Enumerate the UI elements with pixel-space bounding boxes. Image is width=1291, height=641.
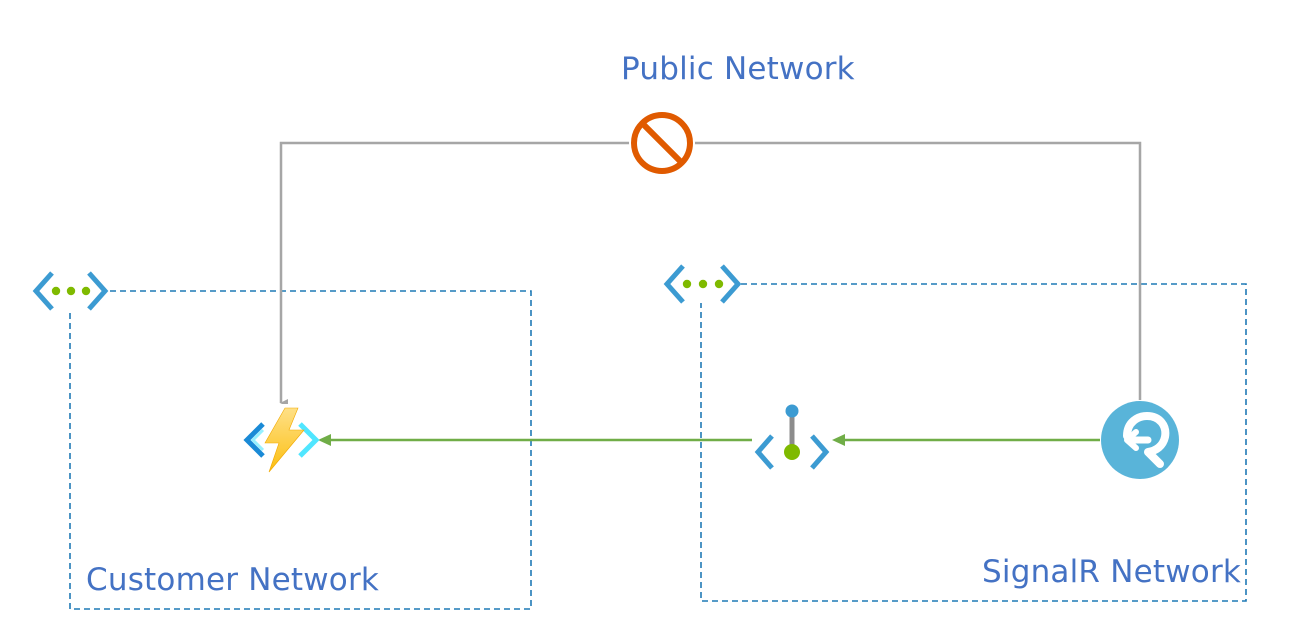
public-network-label: Public Network bbox=[621, 51, 855, 87]
virtual-network-icon bbox=[32, 271, 109, 311]
private-endpoint-icon bbox=[752, 402, 832, 474]
endpoint-to-function-arrowhead bbox=[318, 434, 331, 446]
customer-network-label: Customer Network bbox=[86, 562, 380, 598]
customer-network-boundary bbox=[69, 290, 532, 610]
blocked-icon bbox=[629, 110, 695, 176]
signalr-network-label: SignalR Network bbox=[982, 554, 1242, 590]
azure-function-icon bbox=[243, 404, 320, 474]
public-network-path bbox=[279, 141, 1142, 407]
signalr-to-endpoint-arrowhead bbox=[832, 434, 845, 446]
signalr-service-icon bbox=[1101, 401, 1179, 479]
virtual-network-icon bbox=[663, 264, 742, 304]
signalr-network-boundary bbox=[700, 283, 1247, 602]
